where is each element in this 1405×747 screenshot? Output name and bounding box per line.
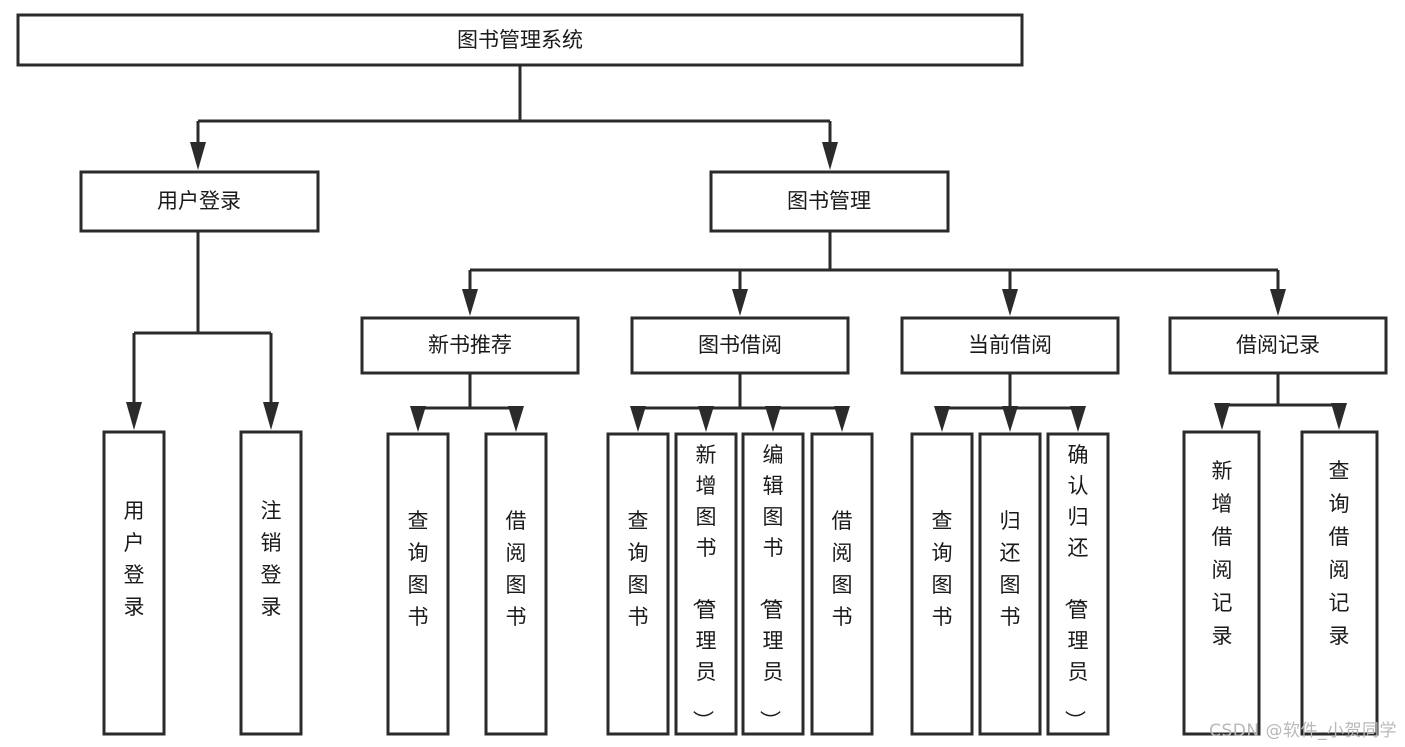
leaf-query-record[interactable]: 查询借阅记录 — [1300, 430, 1379, 736]
leaf-borrow-book-2-label: 借阅图书 — [832, 509, 853, 629]
arrow-to-leaf-edit-book — [765, 406, 781, 432]
node-root-label: 图书管理系统 — [457, 28, 583, 52]
arrow-to-leaf-user-login — [126, 402, 142, 430]
node-book-manage-label: 图书管理 — [787, 189, 871, 213]
node-new-book-recommend-label: 新书推荐 — [428, 333, 512, 357]
leaf-query-book-2-label: 查询图书 — [628, 509, 649, 629]
node-new-book-recommend-box[interactable] — [360, 316, 580, 375]
node-user-login-box[interactable] — [79, 170, 320, 233]
node-root[interactable]: 图书管理系统 — [16, 13, 1024, 67]
node-root-box[interactable] — [16, 13, 1024, 67]
leaf-user-logout[interactable]: 注销登录 — [239, 430, 303, 736]
csdn-watermark: CSDN @软件_小贺同学 — [1209, 721, 1397, 741]
arrow-to-user-login — [190, 142, 206, 170]
leaf-add-book[interactable]: 新增图书（管理员） — [674, 432, 738, 736]
arrow-to-leaf-query-book-2 — [630, 406, 646, 432]
node-new-book-recommend[interactable]: 新书推荐 — [360, 316, 580, 375]
node-user-login-label: 用户登录 — [157, 189, 241, 213]
arrow-to-leaf-add-book — [698, 406, 714, 432]
node-book-borrow[interactable]: 图书借阅 — [630, 316, 850, 375]
arrow-to-leaf-confirm-return — [1070, 406, 1086, 432]
node-borrow-record-box[interactable] — [1168, 316, 1388, 375]
leaf-edit-book[interactable]: 编辑图书（管理员） — [741, 432, 805, 736]
leaf-query-record-label: 查询借阅记录 — [1329, 459, 1350, 648]
leaf-user-login-box[interactable] — [102, 430, 166, 736]
node-current-borrow-label: 当前借阅 — [968, 333, 1052, 357]
connector-group — [126, 65, 1347, 432]
arrow-to-leaf-borrow-book-2 — [834, 406, 850, 432]
leaf-query-book-3[interactable]: 查询图书 — [910, 432, 974, 736]
leaf-return-book-box[interactable] — [978, 432, 1042, 736]
leaf-borrow-book-2-box[interactable] — [810, 432, 874, 736]
leaf-return-book-label: 归还图书 — [1000, 509, 1021, 629]
node-user-login[interactable]: 用户登录 — [79, 170, 320, 233]
leaf-add-record[interactable]: 新增借阅记录 — [1182, 430, 1261, 736]
leaf-return-book[interactable]: 归还图书 — [978, 432, 1042, 736]
node-book-borrow-box[interactable] — [630, 316, 850, 375]
arrow-to-leaf-return-book — [1002, 406, 1018, 432]
arrow-to-leaf-borrow-book-1 — [508, 406, 524, 432]
leaf-query-book-3-box[interactable] — [910, 432, 974, 736]
leaf-query-record-box[interactable] — [1300, 430, 1379, 736]
arrow-to-leaf-user-logout — [263, 402, 279, 430]
leaf-confirm-return-label: 确认归还（管理员） — [1063, 443, 1089, 731]
leaf-query-book-2[interactable]: 查询图书 — [606, 432, 670, 736]
leaf-query-book-3-label: 查询图书 — [932, 509, 953, 629]
arrow-to-current-borrow — [1002, 289, 1018, 316]
leaf-add-book-box[interactable] — [674, 432, 738, 736]
leaf-borrow-book-1-label: 借阅图书 — [506, 509, 527, 629]
arrow-to-borrow-record — [1270, 289, 1286, 316]
node-borrow-record[interactable]: 借阅记录 — [1168, 316, 1388, 375]
leaf-borrow-book-1-box[interactable] — [484, 432, 548, 736]
leaf-add-record-box[interactable] — [1182, 430, 1261, 736]
leaf-add-book-label: 新增图书（管理员） — [691, 443, 717, 731]
leaf-query-book-2-box[interactable] — [606, 432, 670, 736]
arrow-to-leaf-query-book-1 — [410, 406, 426, 432]
leaf-confirm-return[interactable]: 确认归还（管理员） — [1046, 432, 1110, 736]
leaf-user-login[interactable]: 用户登录 — [102, 430, 166, 736]
leaf-confirm-return-box[interactable] — [1046, 432, 1110, 736]
arrow-to-new-book-recommend — [462, 289, 478, 316]
node-book-manage[interactable]: 图书管理 — [709, 170, 950, 233]
arrow-to-book-borrow — [732, 289, 748, 316]
node-current-borrow[interactable]: 当前借阅 — [900, 316, 1120, 375]
leaf-query-book-1-box[interactable] — [386, 432, 450, 736]
leaf-user-logout-box[interactable] — [239, 430, 303, 736]
leaf-edit-book-label: 编辑图书（管理员） — [758, 443, 784, 731]
leaf-query-book-1[interactable]: 查询图书 — [386, 432, 450, 736]
arrow-to-leaf-add-record — [1214, 403, 1230, 430]
leaf-user-logout-label: 注销登录 — [261, 499, 282, 619]
node-current-borrow-box[interactable] — [900, 316, 1120, 375]
node-book-borrow-label: 图书借阅 — [698, 333, 782, 357]
node-book-manage-box[interactable] — [709, 170, 950, 233]
leaf-edit-book-box[interactable] — [741, 432, 805, 736]
leaf-borrow-book-2[interactable]: 借阅图书 — [810, 432, 874, 736]
arrow-to-book-manage — [822, 142, 838, 170]
arrow-to-leaf-query-record — [1331, 403, 1347, 430]
leaf-add-record-label: 新增借阅记录 — [1212, 459, 1233, 648]
leaf-query-book-1-label: 查询图书 — [408, 509, 429, 629]
node-borrow-record-label: 借阅记录 — [1236, 333, 1320, 357]
leaf-user-login-label: 用户登录 — [124, 499, 145, 619]
arrow-to-leaf-query-book-3 — [934, 406, 950, 432]
leaf-borrow-book-1[interactable]: 借阅图书 — [484, 432, 548, 736]
